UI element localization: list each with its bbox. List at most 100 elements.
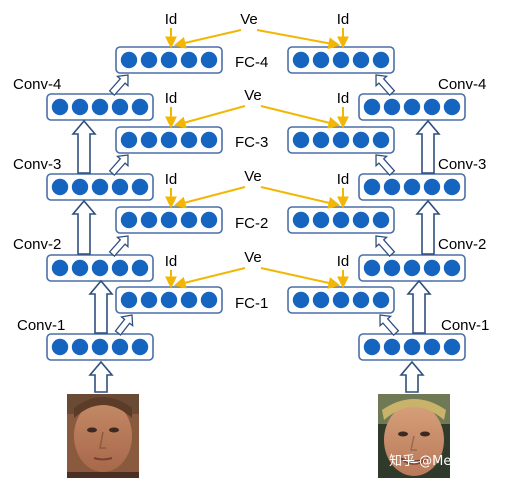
conv4-label-right: Conv-4 (438, 76, 486, 93)
neuron-node (111, 178, 129, 196)
neuron-node (332, 291, 350, 309)
conv3-left-layer (46, 173, 154, 201)
neuron-node (383, 178, 401, 196)
neuron-node (131, 98, 149, 116)
conv-arrows (71, 119, 441, 393)
id-ve-arrows (165, 28, 349, 289)
conv2-left-layer (46, 254, 154, 282)
neuron-node (363, 178, 381, 196)
neuron-node (352, 51, 370, 69)
fc1-left-layer (115, 286, 223, 314)
neuron-node (312, 131, 330, 149)
fc2-ve-arrow-right (260, 186, 341, 209)
id-label-fc2-right: Id (337, 171, 350, 188)
neuron-node (140, 131, 158, 149)
fc4-ve-arrow-right (256, 29, 341, 50)
branch-arrow-left-1 (114, 314, 134, 336)
branch-arrow-left-2 (108, 235, 129, 258)
neuron-node (91, 259, 109, 277)
neuron-node (160, 131, 178, 149)
watermark: 知乎 @Mengcius (389, 453, 494, 469)
branch-arrow-right-3 (375, 154, 396, 177)
neuron-node (312, 51, 330, 69)
neuron-node (140, 291, 158, 309)
neuron-node (200, 211, 218, 229)
neuron-node (332, 211, 350, 229)
fc4-label: FC-4 (235, 54, 268, 71)
fc1-label: FC-1 (235, 295, 268, 312)
branch-arrow-right-4 (375, 74, 396, 97)
neuron-node (120, 131, 138, 149)
face-photo-left (67, 394, 139, 478)
neuron-node (443, 178, 461, 196)
neuron-node (180, 211, 198, 229)
neuron-node (372, 211, 390, 229)
id-label-fc3-left: Id (165, 90, 178, 107)
neuron-node (160, 51, 178, 69)
conv2-label-left: Conv-2 (13, 236, 61, 253)
neuron-node (423, 98, 441, 116)
id-label-fc3-right: Id (337, 90, 350, 107)
neuron-node (352, 211, 370, 229)
neuron-node (111, 98, 129, 116)
ve-label-fc2: Ve (244, 168, 262, 185)
conv-arrow-left-3 (71, 119, 97, 174)
neuron-node (51, 98, 69, 116)
neuron-node (71, 338, 89, 356)
neuron-node (111, 259, 129, 277)
conv1-label-right: Conv-1 (441, 317, 489, 334)
neuron-node (120, 211, 138, 229)
ve-label-fc4: Ve (240, 11, 258, 28)
fc2-ve-arrow-left (173, 186, 246, 209)
neuron-node (423, 259, 441, 277)
conv4-label-left: Conv-4 (13, 76, 61, 93)
fc1-ve-arrow-right (260, 267, 341, 289)
conv-arrow-left-2 (71, 199, 97, 255)
neuron-node (443, 338, 461, 356)
fc3-ve-arrow-right (260, 105, 341, 129)
neuron-node (383, 338, 401, 356)
fc3-left-layer (115, 126, 223, 154)
neuron-node (403, 338, 421, 356)
fc3-right-layer (287, 126, 395, 154)
neuron-node (383, 98, 401, 116)
neuron-node (423, 338, 441, 356)
neuron-node (312, 291, 330, 309)
input-arrow-right (399, 360, 425, 393)
fc3-label: FC-3 (235, 134, 268, 151)
input-arrow-left (88, 360, 114, 393)
neuron-node (160, 211, 178, 229)
branch-arrow-left-4 (108, 74, 129, 97)
neuron-node (363, 338, 381, 356)
neuron-node (180, 51, 198, 69)
branch-arrow-left-3 (108, 154, 129, 177)
conv-arrow-right-3 (415, 119, 441, 174)
neuron-node (91, 178, 109, 196)
neuron-node (111, 338, 129, 356)
neuron-node (403, 98, 421, 116)
neuron-node (443, 98, 461, 116)
neuron-node (292, 131, 310, 149)
conv-arrow-left-1 (88, 279, 114, 334)
fc4-right-layer (287, 46, 395, 74)
id-label-fc1-right: Id (337, 253, 350, 270)
neuron-node (91, 338, 109, 356)
face-photo-right (378, 394, 450, 478)
neuron-node (71, 259, 89, 277)
fc4-ve-arrow-left (173, 29, 242, 49)
fc3-ve-arrow-left (173, 105, 246, 129)
neuron-node (51, 178, 69, 196)
fc-branch-arrows (108, 74, 400, 337)
neuron-node (372, 51, 390, 69)
neuron-node (403, 178, 421, 196)
neuron-node (332, 131, 350, 149)
neuron-node (332, 51, 350, 69)
neuron-node (363, 259, 381, 277)
id-label-fc4-left: Id (165, 11, 178, 28)
ve-label-fc1: Ve (244, 249, 262, 266)
neuron-node (51, 259, 69, 277)
neuron-node (292, 291, 310, 309)
conv2-right-layer (358, 254, 466, 282)
neuron-node (423, 178, 441, 196)
neuron-node (292, 51, 310, 69)
